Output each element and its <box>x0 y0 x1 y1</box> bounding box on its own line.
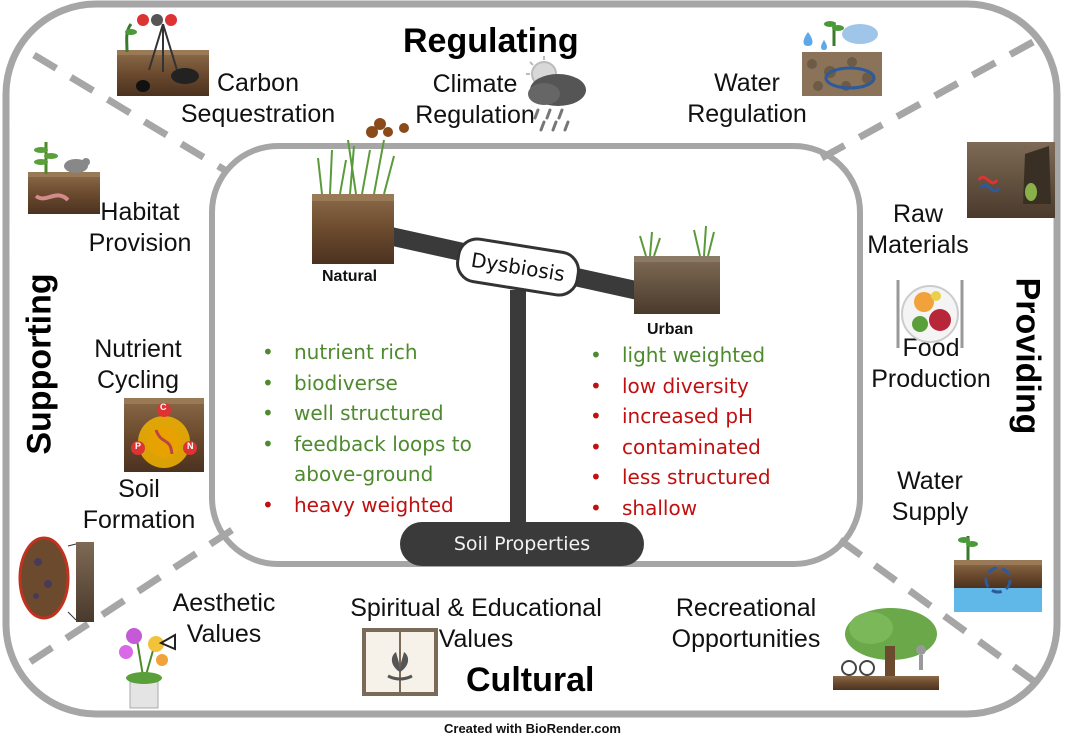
park-tree-icon <box>833 608 939 690</box>
natural-item: biodiverse <box>259 368 472 399</box>
urban-soil-block <box>634 225 720 314</box>
flower-vase-icon <box>119 628 168 709</box>
natural-label: Natural <box>322 268 378 285</box>
urban-item: increased pH <box>587 401 771 432</box>
natural-item: heavy weighted <box>259 490 472 521</box>
nutrient-letter-c: C <box>160 402 167 412</box>
natural-item: nutrient rich <box>259 337 472 368</box>
habitat-provision-icon <box>28 142 100 214</box>
nutrient-cycling-icon <box>124 398 204 472</box>
urban-item: low diversity <box>587 371 771 402</box>
natural-item: well structured <box>259 398 472 429</box>
category-regulating: Regulating <box>403 22 579 60</box>
water-regulation-icon <box>802 21 882 96</box>
natural-soil-block <box>312 118 409 264</box>
category-cultural: Cultural <box>466 661 595 699</box>
urban-item: light weighted <box>587 340 771 371</box>
natural-item: feedback loops to <box>259 429 472 460</box>
soil-properties-base: Soil Properties <box>400 522 644 566</box>
raw-materials-icon <box>967 142 1055 218</box>
urban-item: less structured <box>587 462 771 493</box>
balance-post <box>510 290 526 526</box>
nutrient-letter-p: P <box>135 441 142 451</box>
credit-text: Created with BioRender.com <box>444 721 621 736</box>
urban-item: contaminated <box>587 432 771 463</box>
quadrant-dividers <box>28 38 1038 685</box>
urban-item: shallow <box>587 493 771 524</box>
cloud-rain-icon <box>526 56 586 132</box>
nutrient-letter-n: N <box>187 441 194 451</box>
food-plate-icon <box>896 280 964 348</box>
water-supply-icon <box>954 536 1042 612</box>
play-triangle-icon <box>158 633 176 651</box>
natural-item: above-ground <box>294 462 434 487</box>
carbon-sequestration-icon <box>117 14 209 96</box>
natural-properties-list: nutrient richbiodiversewell structuredfe… <box>259 337 472 521</box>
open-book-icon <box>362 628 438 696</box>
urban-properties-list: light weightedlow diversityincreased pHc… <box>587 340 771 524</box>
urban-label: Urban <box>647 321 694 338</box>
soil-formation-icon <box>18 536 94 622</box>
outer-border <box>2 0 1061 718</box>
